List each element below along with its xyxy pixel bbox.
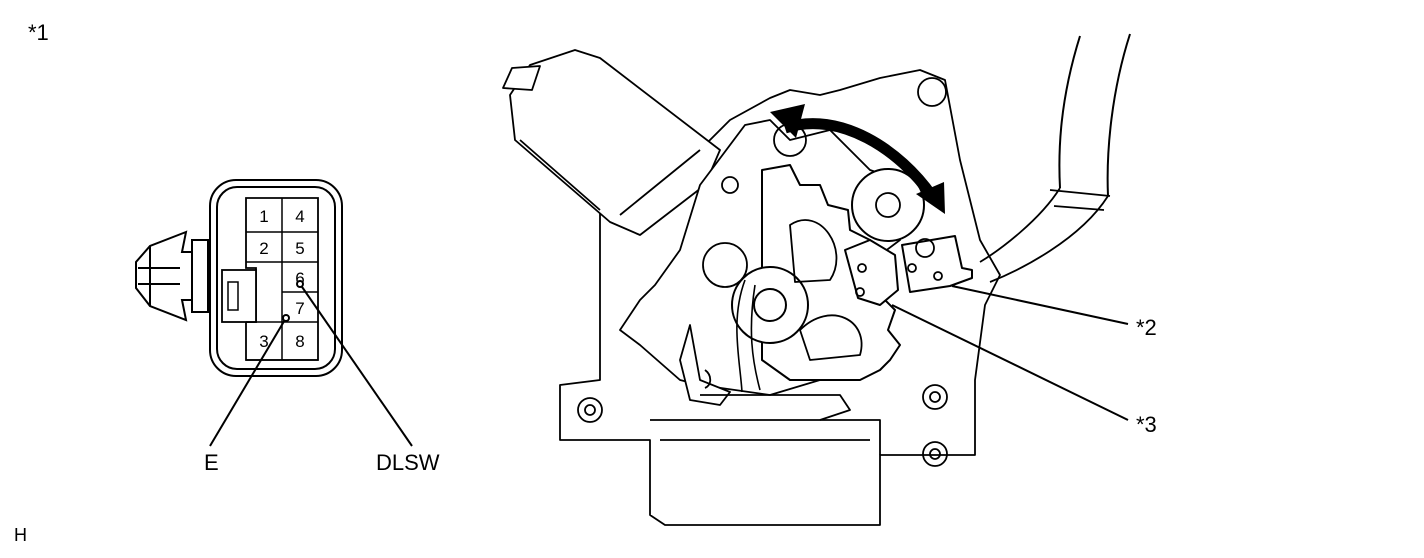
rotation-arrow xyxy=(770,104,945,214)
connector-leader-lines xyxy=(209,280,413,447)
lock-switch xyxy=(901,235,973,293)
pin-number-1: 1 xyxy=(259,207,268,226)
connector-clip xyxy=(135,230,193,322)
cable xyxy=(1058,33,1131,197)
pin-number-2: 2 xyxy=(259,239,268,258)
pin-number-8: 8 xyxy=(295,332,304,351)
pin-number-7: 7 xyxy=(295,299,304,318)
pin-number-6: 6 xyxy=(295,269,304,288)
gear-callout-label: *3 xyxy=(1136,412,1157,437)
corner-code-label: H xyxy=(14,525,27,545)
pin-number-5: 5 xyxy=(295,239,304,258)
pin-dlsw-label: DLSW xyxy=(376,450,440,475)
pinion-gear xyxy=(851,168,925,242)
housing-backplate xyxy=(559,69,1001,526)
motor-body xyxy=(509,49,721,236)
pin-number-3: 3 xyxy=(259,332,268,351)
connector-housing xyxy=(209,179,343,377)
connector-callout-label: *1 xyxy=(28,20,49,45)
pin-e-label: E xyxy=(204,450,219,475)
assembly-leader-lines xyxy=(891,285,1129,421)
switch-callout-label: *2 xyxy=(1136,315,1157,340)
lock-assembly xyxy=(502,33,1131,526)
connector-illustration xyxy=(135,179,343,377)
pin-number-4: 4 xyxy=(295,207,304,226)
